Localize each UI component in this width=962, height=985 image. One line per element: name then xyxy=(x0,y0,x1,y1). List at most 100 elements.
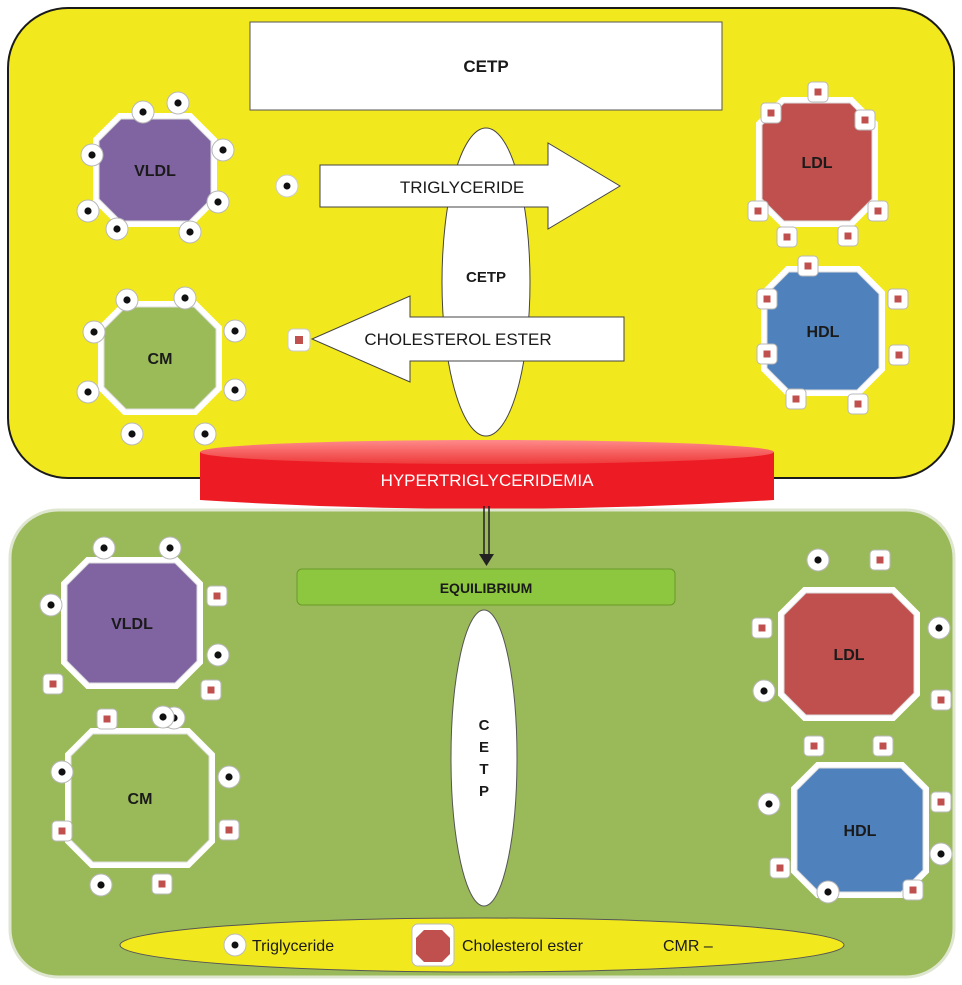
legend-cholesterol-ester-icon xyxy=(411,923,455,967)
cholesterol-ester-square xyxy=(200,679,222,701)
triglyceride-dot xyxy=(76,199,100,223)
cholesterol-ester-square xyxy=(797,255,819,277)
triglyceride-dot xyxy=(105,217,129,241)
bottom-hdl-particle: HDL xyxy=(757,762,953,904)
cholesterol-ester-square xyxy=(902,879,924,901)
cetp-letter-c: C xyxy=(479,717,490,734)
cholesterol-ester-arrow-label: CHOLESTEROL ESTER xyxy=(364,330,551,349)
cholesterol-ester-square xyxy=(930,791,952,813)
triglyceride-dot xyxy=(178,220,202,244)
cholesterol-ester-square xyxy=(151,873,173,895)
cholesterol-ester-square xyxy=(872,735,894,757)
cholesterol-ester-square xyxy=(51,820,73,842)
triglyceride-dot xyxy=(806,548,830,572)
bottom-hdl-particle-label: HDL xyxy=(844,823,877,840)
free-cholesterol-ester-square xyxy=(287,328,311,352)
bottom-cm-particle-label: CM xyxy=(128,791,153,808)
free-triglyceride-dot xyxy=(275,174,299,198)
cholesterol-ester-square xyxy=(751,617,773,639)
triglyceride-dot xyxy=(120,422,144,446)
cetp-letter-e: E xyxy=(479,739,489,756)
cholesterol-ester-arrow: CHOLESTEROL ESTER xyxy=(310,295,625,383)
cholesterol-ester-square xyxy=(769,857,791,879)
legend-cholesterol-ester-label: Cholesterol ester xyxy=(462,938,584,955)
triglyceride-dot xyxy=(158,536,182,560)
cetp-letter-t: T xyxy=(479,761,488,778)
top-vldl-particle-label: VLDL xyxy=(134,163,176,180)
legend-triglyceride-icon xyxy=(223,933,247,957)
cetp-title-box: CETP xyxy=(249,21,723,111)
triglyceride-dot xyxy=(816,880,840,904)
triglyceride-dot xyxy=(131,100,155,124)
top-cm-particle-label: CM xyxy=(148,351,173,368)
cholesterol-ester-square xyxy=(42,673,64,695)
cholesterol-ester-square xyxy=(837,225,859,247)
cholesterol-ester-square xyxy=(867,200,889,222)
top-ldl-particle-label: LDL xyxy=(801,155,832,172)
triglyceride-dot xyxy=(929,842,953,866)
triglyceride-dot xyxy=(206,643,230,667)
down-arrow xyxy=(479,506,494,566)
cholesterol-ester-square xyxy=(888,344,910,366)
triglyceride-dot xyxy=(80,143,104,167)
triglyceride-dot xyxy=(752,679,776,703)
equilibrium-box: EQUILIBRIUM xyxy=(296,568,676,606)
triglyceride-dot xyxy=(115,288,139,312)
top-vldl-particle: VLDL xyxy=(76,91,235,244)
legend-cmr-label: CMR – xyxy=(663,938,713,955)
triglyceride-arrow: TRIGLYCERIDE xyxy=(319,142,621,230)
hypertriglyceridemia-banner: HYPERTRIGLYCERIDEMIA xyxy=(200,440,774,509)
cholesterol-ester-square xyxy=(747,200,769,222)
cetp-ellipse-bottom: C E T P xyxy=(450,609,518,907)
cholesterol-ester-square xyxy=(930,689,952,711)
cholesterol-ester-square xyxy=(96,708,118,730)
triglyceride-dot xyxy=(39,593,63,617)
top-hdl-particle-label: HDL xyxy=(807,324,840,341)
triglyceride-dot xyxy=(193,422,217,446)
cetp-letter-p: P xyxy=(479,783,489,800)
cetp-center-label: CETP xyxy=(466,269,506,286)
triglyceride-dot xyxy=(757,792,781,816)
triglyceride-dot xyxy=(223,378,247,402)
lipoprotein-particles: VLDL CM LDL HDL VLDL CM LDL HDL xyxy=(39,81,953,904)
bottom-cm-particle: CM xyxy=(50,705,241,897)
triglyceride-dot xyxy=(173,286,197,310)
cholesterol-ester-square xyxy=(206,585,228,607)
cetp-title-label: CETP xyxy=(463,57,508,76)
legend-triglyceride-label: Triglyceride xyxy=(252,938,334,955)
cholesterol-ester-square xyxy=(807,81,829,103)
hypertriglyceridemia-label: HYPERTRIGLYCERIDEMIA xyxy=(381,471,595,490)
bottom-ldl-particle-label: LDL xyxy=(833,647,864,664)
cholesterol-ester-square xyxy=(854,109,876,131)
cholesterol-ester-square xyxy=(760,102,782,124)
cholesterol-ester-square xyxy=(887,288,909,310)
triglyceride-dot xyxy=(166,91,190,115)
cholesterol-ester-square xyxy=(803,735,825,757)
triglyceride-dot xyxy=(206,190,230,214)
triglyceride-dot xyxy=(927,616,951,640)
cholesterol-ester-square xyxy=(847,393,869,415)
triglyceride-dot xyxy=(92,536,116,560)
triglyceride-dot xyxy=(50,760,74,784)
cholesterol-ester-square xyxy=(756,288,778,310)
cholesterol-ester-square xyxy=(756,343,778,365)
legend: Triglyceride Cholesterol ester CMR – xyxy=(119,917,845,973)
top-cm-particle: CM xyxy=(76,286,247,446)
triglyceride-dot xyxy=(211,138,235,162)
cholesterol-ester-square xyxy=(218,819,240,841)
bottom-ldl-particle: LDL xyxy=(751,548,952,757)
triglyceride-dot xyxy=(151,705,175,729)
bottom-vldl-particle: VLDL xyxy=(39,536,230,701)
top-hdl-particle: HDL xyxy=(756,255,910,415)
cholesterol-ester-square xyxy=(776,226,798,248)
bottom-vldl-particle-label: VLDL xyxy=(111,616,153,633)
triglyceride-dot xyxy=(76,380,100,404)
cholesterol-ester-square xyxy=(785,388,807,410)
top-ldl-particle: LDL xyxy=(747,81,889,248)
triglyceride-dot xyxy=(82,320,106,344)
triglyceride-dot xyxy=(89,873,113,897)
cholesterol-ester-square xyxy=(869,549,891,571)
triglyceride-arrow-label: TRIGLYCERIDE xyxy=(400,178,524,197)
equilibrium-label: EQUILIBRIUM xyxy=(440,580,533,596)
triglyceride-dot xyxy=(217,765,241,789)
